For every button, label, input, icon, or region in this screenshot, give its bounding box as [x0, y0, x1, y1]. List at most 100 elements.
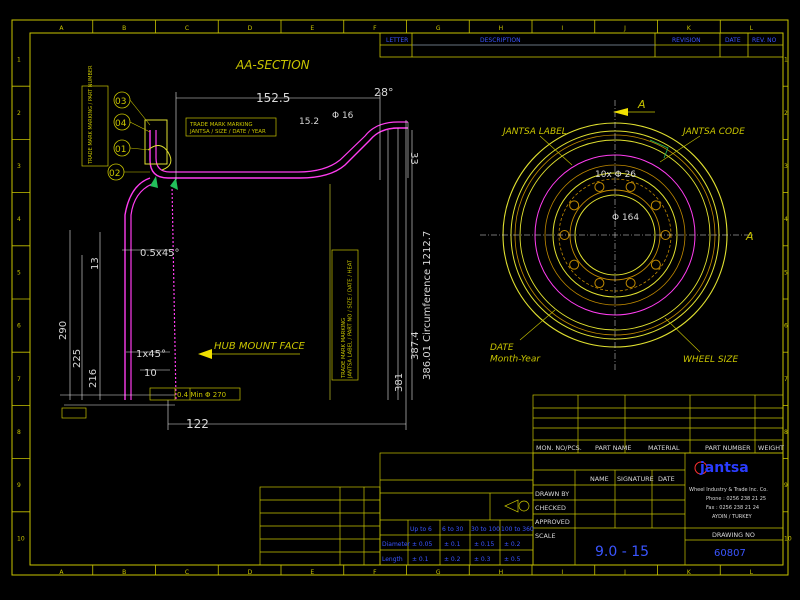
section-dimension-lines: [60, 92, 413, 430]
border-row-10-left: 10: [17, 535, 25, 542]
wheel-centerlines: [480, 100, 755, 372]
history-table: [259, 486, 381, 566]
revision-description-header: DESCRIPTION: [480, 37, 521, 44]
border-col-d-bottom: D: [248, 569, 253, 576]
revision-table: LETTER DESCRIPTION REVISION DATE REV. NO: [379, 32, 784, 58]
tol-diameter-3: ± 0.2: [504, 541, 521, 548]
jantsa-code-callout: JANTSA CODE: [681, 127, 745, 137]
border-row-2-left: 2: [17, 110, 21, 117]
border-col-l-bottom: L: [750, 569, 754, 576]
bolt-hole: [650, 200, 661, 211]
dim-dia-381: 381: [394, 373, 405, 392]
border-col-d-top: D: [248, 25, 253, 32]
border-row-4-left: 4: [17, 216, 21, 223]
code-marker-icon: [649, 139, 669, 159]
bolt-hole: [594, 181, 605, 192]
border-row-10-right: 10: [784, 535, 792, 542]
approved-label: APPROVED: [535, 518, 570, 526]
dim-phi-16: Φ 16: [332, 111, 354, 121]
revision-revision-header: REVISION: [672, 37, 701, 44]
wheel-size-value: 9.0 - 15: [595, 544, 649, 560]
bolt-hole: [625, 278, 636, 289]
section-title: AA-SECTION: [235, 58, 310, 72]
bolt-hole: [594, 278, 605, 289]
balloon-04: 04: [115, 119, 127, 129]
drawn-by-label: DRAWN BY: [535, 490, 569, 498]
border-row-3-right: 3: [784, 163, 788, 170]
tol-header-2: 30 to 100: [471, 526, 500, 533]
section-mark-top: A: [637, 98, 646, 111]
dim-13: 13: [90, 257, 101, 270]
tol-length-3: ± 0.5: [504, 556, 521, 563]
border-row-2-right: 2: [784, 110, 788, 117]
drawing-no-label: DRAWING NO: [712, 531, 755, 539]
company-phone: Phone : 0256 238 21 25: [706, 496, 766, 502]
hub-mount-arrow-icon: [198, 349, 212, 359]
border-row-3-left: 3: [17, 163, 21, 170]
tolerance-table: Up to 6 6 to 30 30 to 100 100 to 360 Dia…: [379, 452, 534, 566]
checked-label: CHECKED: [535, 504, 566, 512]
datum-frame: [61, 407, 87, 419]
dim-dia-387: 387.4: [410, 331, 421, 360]
bolt-pattern-dim: 10x Φ 26: [595, 170, 636, 180]
approval-signature-header: SIGNATURE: [617, 475, 654, 483]
hub-mount-face-note: HUB MOUNT FACE: [198, 341, 305, 359]
border-col-c-top: C: [185, 25, 189, 32]
border-row-4-right: 4: [784, 216, 788, 223]
company-name: Wheel Industry & Trade Inc. Co.: [689, 487, 768, 493]
border-col-g-bottom: G: [436, 569, 441, 576]
border-col-b-bottom: B: [122, 569, 126, 576]
dim-dia-290: 290: [58, 321, 69, 340]
border-row-8-right: 8: [784, 429, 788, 436]
border-row-7-left: 7: [17, 376, 21, 383]
tol-header-0: Up to 6: [410, 526, 432, 533]
border-col-f-bottom: F: [373, 569, 377, 576]
section-mark-right: A: [745, 230, 754, 243]
dim-angle-28: 28°: [374, 86, 394, 99]
jantsa-label-callout: JANTSA LABEL: [501, 127, 567, 137]
parts-header-name: PART NAME: [595, 444, 631, 452]
dim-15: 15.2: [299, 117, 319, 127]
revision-date-header: DATE: [725, 37, 741, 44]
balloon-02: 02: [109, 169, 120, 179]
border-col-i-bottom: I: [561, 569, 563, 576]
border-col-j-bottom: J: [623, 569, 626, 576]
tol-length-1: ± 0.2: [444, 556, 461, 563]
parts-header-weight: WEIGHT: [758, 444, 784, 452]
tol-diameter-2: ± 0.15: [474, 541, 494, 548]
runout-callout-text: 0.4 Min Φ 270: [177, 391, 226, 399]
tol-row-length-label: Length: [382, 556, 403, 563]
revision-rev-no-header: REV. NO: [752, 37, 777, 44]
dim-dia-225: 225: [72, 349, 83, 368]
border-col-f-top: F: [373, 25, 377, 32]
runout-callout: 0.4 Min Φ 270: [149, 387, 241, 401]
company-logo-text: jantsa: [699, 460, 749, 476]
wheel-size-callout: WHEEL SIZE: [683, 355, 738, 365]
company-logo: jantsa: [694, 460, 749, 476]
border-row-6-left: 6: [17, 323, 21, 330]
bolt-hole: [650, 259, 661, 270]
tol-row-diameter-label: Diameter: [382, 541, 411, 548]
border-row-5-left: 5: [17, 269, 21, 276]
border-col-a-top: A: [59, 25, 64, 32]
tol-diameter-0: ± 0.05: [412, 541, 432, 548]
border-col-l-top: L: [750, 25, 754, 32]
border-col-c-bottom: C: [185, 569, 189, 576]
border-row-7-right: 7: [784, 376, 788, 383]
revision-letter-header: LETTER: [386, 37, 408, 44]
tol-length-2: ± 0.3: [474, 556, 491, 563]
trade-mark-note-left: TRADE MARK MARKING / PART NUMBER: [81, 65, 109, 167]
border-col-a-bottom: A: [59, 569, 64, 576]
company-fax: Fax : 0256 238 21 24: [706, 505, 759, 511]
drawing-number: 60807: [714, 548, 746, 559]
part-balloons: 03 04 01 02: [107, 91, 151, 181]
projection-symbol-icon: [504, 499, 519, 513]
